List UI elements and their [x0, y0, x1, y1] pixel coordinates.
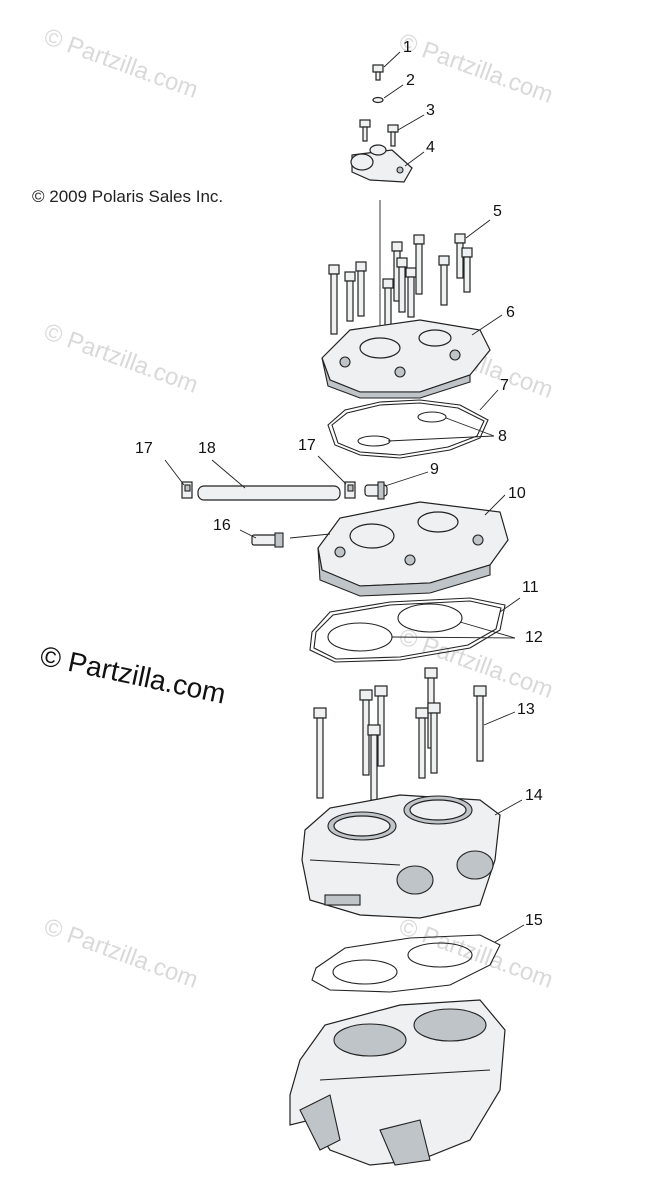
callout-2: 2 [406, 72, 415, 89]
part-5-head-bolts [328, 233, 473, 335]
part-9-fitting [364, 481, 388, 500]
part-17-clamp-right [344, 481, 356, 499]
part-3-bolts [359, 119, 399, 147]
callout-15: 15 [525, 912, 543, 929]
callout-6: 6 [506, 304, 515, 321]
callout-labels: 1 2 3 4 5 6 7 8 9 10 11 12 13 14 15 16 1… [135, 39, 543, 929]
part-4-outlet-elbow [350, 144, 413, 183]
callout-4: 4 [426, 139, 435, 156]
part-2-washer [372, 96, 384, 104]
part-7-cover-gasket [327, 399, 489, 459]
part-6-head-cover [321, 319, 491, 399]
part-11-head-gasket [309, 597, 506, 663]
part-13-cylinder-bolts [313, 667, 487, 801]
callout-7: 7 [500, 377, 509, 394]
callout-17-left: 17 [135, 440, 153, 457]
crankcase [289, 999, 506, 1166]
copyright-text: © 2009 Polaris Sales Inc. [32, 187, 224, 206]
callout-3: 3 [426, 102, 435, 119]
part-15-base-gasket [311, 934, 501, 993]
part-14-cylinder [301, 794, 501, 919]
callout-17-right: 17 [298, 437, 316, 454]
callout-11: 11 [522, 579, 539, 596]
callout-1: 1 [403, 39, 412, 56]
part-10-cylinder-head [317, 501, 509, 597]
leader-lines [164, 51, 525, 943]
part-1-bolt [372, 64, 384, 81]
callout-10: 10 [508, 485, 526, 502]
part-16-sensor [251, 532, 284, 548]
part-18-hose [197, 485, 341, 501]
callout-18: 18 [198, 440, 216, 457]
callout-9: 9 [430, 461, 439, 478]
callout-12: 12 [525, 629, 543, 646]
callout-14: 14 [525, 787, 543, 804]
part-8-o-rings [357, 411, 447, 447]
callout-16: 16 [213, 517, 231, 534]
callout-13: 13 [517, 701, 535, 718]
callout-5: 5 [493, 203, 502, 220]
part-17-clamp-left [181, 481, 193, 499]
part-12-o-rings [327, 603, 463, 652]
callout-8: 8 [498, 428, 507, 445]
